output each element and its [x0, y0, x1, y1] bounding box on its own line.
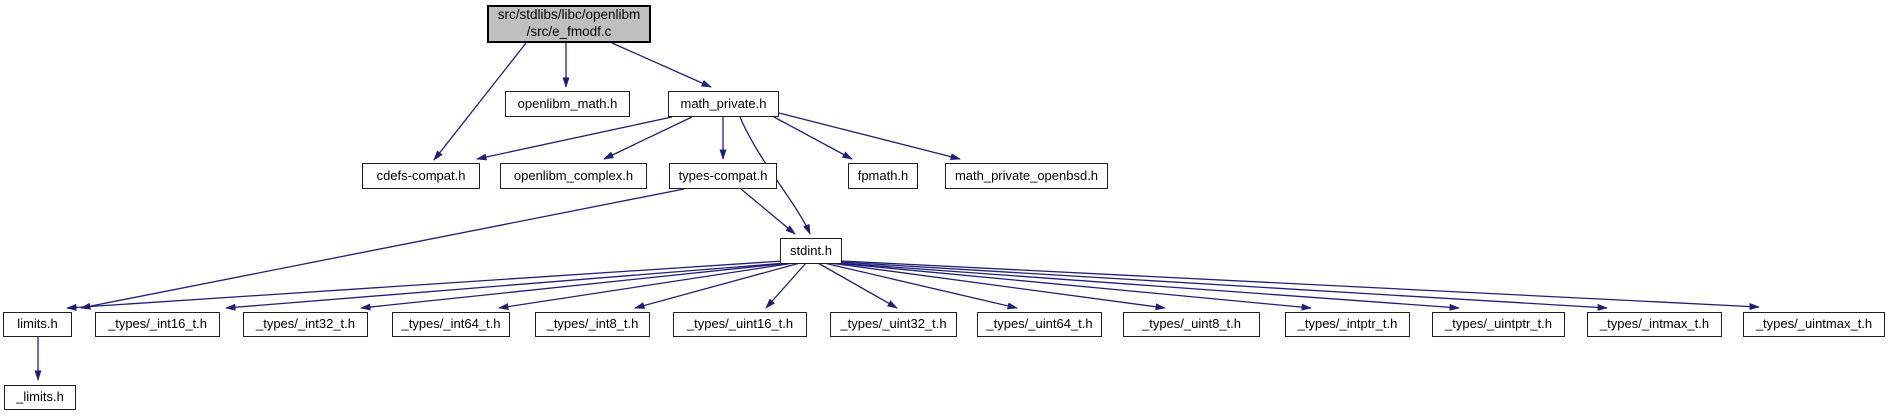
- edge-stdint-to-uint32: [817, 262, 898, 309]
- edge-stdint-to-uint16: [765, 262, 807, 309]
- node-types-int64_t-h[interactable]: _types/_int64_t.h: [392, 312, 510, 337]
- edge-stdint-to-int8: [634, 262, 801, 309]
- node-e_fmodf-c[interactable]: src/stdlibs/libc/openlibm /src/e_fmodf.c: [487, 5, 651, 43]
- edge-stdint-to-int16: [225, 262, 787, 311]
- node-types-uint32_t-h[interactable]: _types/_uint32_t.h: [830, 312, 957, 337]
- edge-stdint-to-limits: [66, 260, 784, 311]
- node-math_private-h[interactable]: math_private.h: [668, 91, 779, 117]
- node-types-int16_t-h[interactable]: _types/_int16_t.h: [95, 312, 220, 337]
- node-types-compat-h[interactable]: types-compat.h: [669, 163, 777, 189]
- node-fpmath-h[interactable]: fpmath.h: [848, 163, 918, 189]
- node-math_private_openbsd-h[interactable]: math_private_openbsd.h: [945, 163, 1108, 189]
- edge-math_private-to-math_private_openbsd: [778, 112, 961, 161]
- node-types-uintptr_t-h[interactable]: _types/_uintptr_t.h: [1432, 312, 1565, 337]
- node-types-uint16_t-h[interactable]: _types/_uint16_t.h: [673, 312, 807, 337]
- edge-stdint-to-uint64: [823, 262, 1018, 310]
- edge-e_fmodf-to-cdefs-compat: [433, 42, 527, 161]
- edge-stdint-to-uint8: [829, 262, 1166, 311]
- node-cdefs-compat-h[interactable]: cdefs-compat.h: [362, 163, 480, 189]
- node-types-uintmax_t-h[interactable]: _types/_uintmax_t.h: [1743, 312, 1885, 337]
- node-types-intmax_t-h[interactable]: _types/_intmax_t.h: [1587, 312, 1722, 337]
- edge-math_private-to-stdint: [739, 116, 811, 235]
- edge-stdint-to-intmax: [838, 261, 1608, 311]
- node-types-uint8_t-h[interactable]: _types/_uint8_t.h: [1123, 312, 1260, 337]
- edge-types-compat-to-stdint: [740, 188, 796, 235]
- edge-math_private-to-cdefs-compat: [476, 116, 673, 161]
- node-types-int8_t-h[interactable]: _types/_int8_t.h: [535, 312, 650, 337]
- edge-stdint-to-intptr: [833, 262, 1312, 311]
- node-openlibm_complex-h[interactable]: openlibm_complex.h: [500, 163, 647, 189]
- edge-e_fmodf-to-math_private: [611, 42, 712, 88]
- edge-stdint-to-int32: [360, 262, 791, 311]
- node-limits-h[interactable]: limits.h: [3, 312, 72, 337]
- edge-types-compat-to-limits: [80, 188, 685, 310]
- node-_limits-h[interactable]: _limits.h: [4, 385, 76, 410]
- edge-stdint-to-uintptr: [836, 262, 1460, 311]
- edge-stdint-to-uintmax: [840, 260, 1760, 311]
- node-types-intptr_t-h[interactable]: _types/_intptr_t.h: [1285, 312, 1410, 337]
- node-openlibm_math-h[interactable]: openlibm_math.h: [505, 91, 630, 117]
- edge-math_private-to-fpmath: [773, 116, 853, 160]
- node-stdint-h[interactable]: stdint.h: [780, 238, 842, 264]
- node-types-uint64_t-h[interactable]: _types/_uint64_t.h: [977, 312, 1102, 337]
- node-types-int32_t-h[interactable]: _types/_int32_t.h: [243, 312, 368, 337]
- edge-stdint-to-int64: [498, 262, 795, 311]
- edge-math_private-to-openlibm_complex: [603, 116, 693, 160]
